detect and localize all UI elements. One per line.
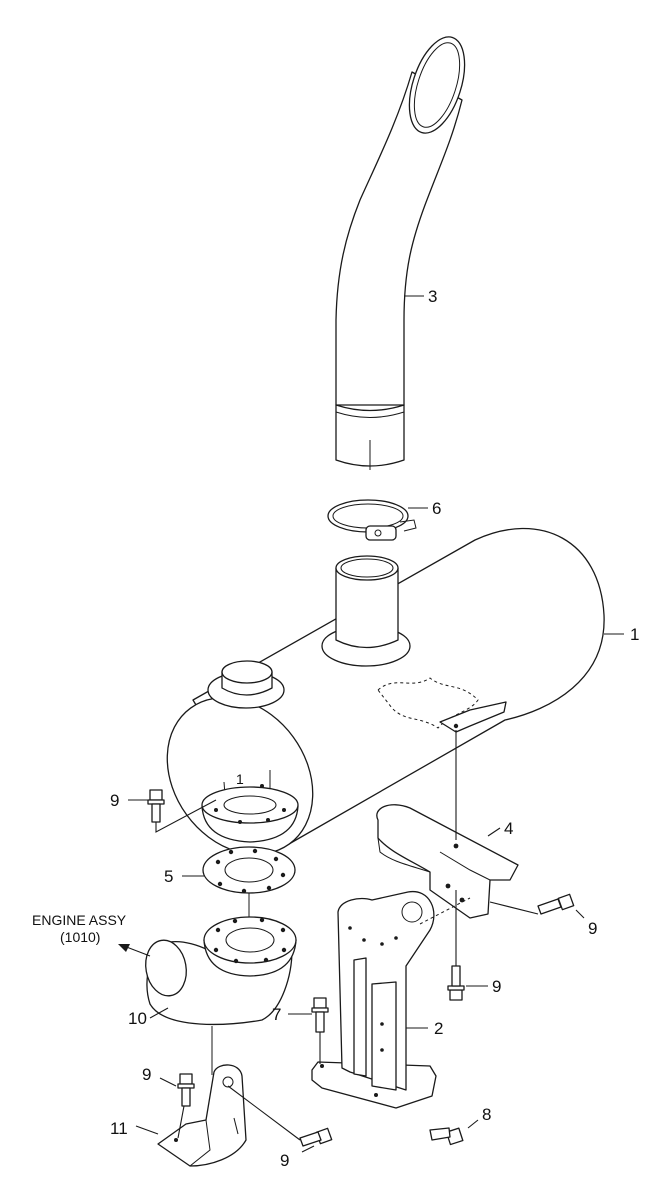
bolt-9-upper-left <box>147 789 165 823</box>
muffler <box>166 527 605 855</box>
bolt-9-bottom-left <box>177 1073 195 1107</box>
bolt-7 <box>311 997 329 1033</box>
callout-10: 10 <box>128 1009 147 1028</box>
bolt-8 <box>429 1127 464 1146</box>
callout-1: 1 <box>630 625 639 644</box>
bolt-9-bottom <box>299 1127 333 1147</box>
callout-2: 2 <box>434 1019 443 1038</box>
callout-3: 3 <box>428 287 437 306</box>
exhaust-elbow <box>145 916 297 1075</box>
engine-assy-code: (1010) <box>60 929 100 945</box>
lower-bracket <box>157 1064 247 1167</box>
gasket <box>202 846 296 894</box>
callout-9-bottom: 9 <box>280 1151 289 1170</box>
mounting-stand <box>311 891 471 1109</box>
callout-6: 6 <box>432 499 441 518</box>
upper-bracket <box>376 804 519 919</box>
bolt-9-right-horizontal <box>537 893 575 915</box>
callout-9-bottom-left: 9 <box>142 1065 151 1084</box>
callout-5: 5 <box>164 867 173 886</box>
callout-9-right-lower: 9 <box>492 977 501 996</box>
muffler-inlet-flange <box>201 786 299 843</box>
callout-9-left-top: 9 <box>110 791 119 810</box>
bolt-9-right-vertical <box>447 965 465 1001</box>
callout-11: 11 <box>110 1119 128 1138</box>
engine-assy-label: ENGINE ASSY <box>32 912 127 928</box>
tail-pipe <box>335 36 466 470</box>
clamp <box>327 499 417 541</box>
callout-4: 4 <box>504 819 513 838</box>
callout-7: 7 <box>272 1005 281 1024</box>
callout-1-small: 1 <box>236 771 244 787</box>
callout-8: 8 <box>482 1105 491 1124</box>
callout-9-right-upper: 9 <box>588 919 597 938</box>
